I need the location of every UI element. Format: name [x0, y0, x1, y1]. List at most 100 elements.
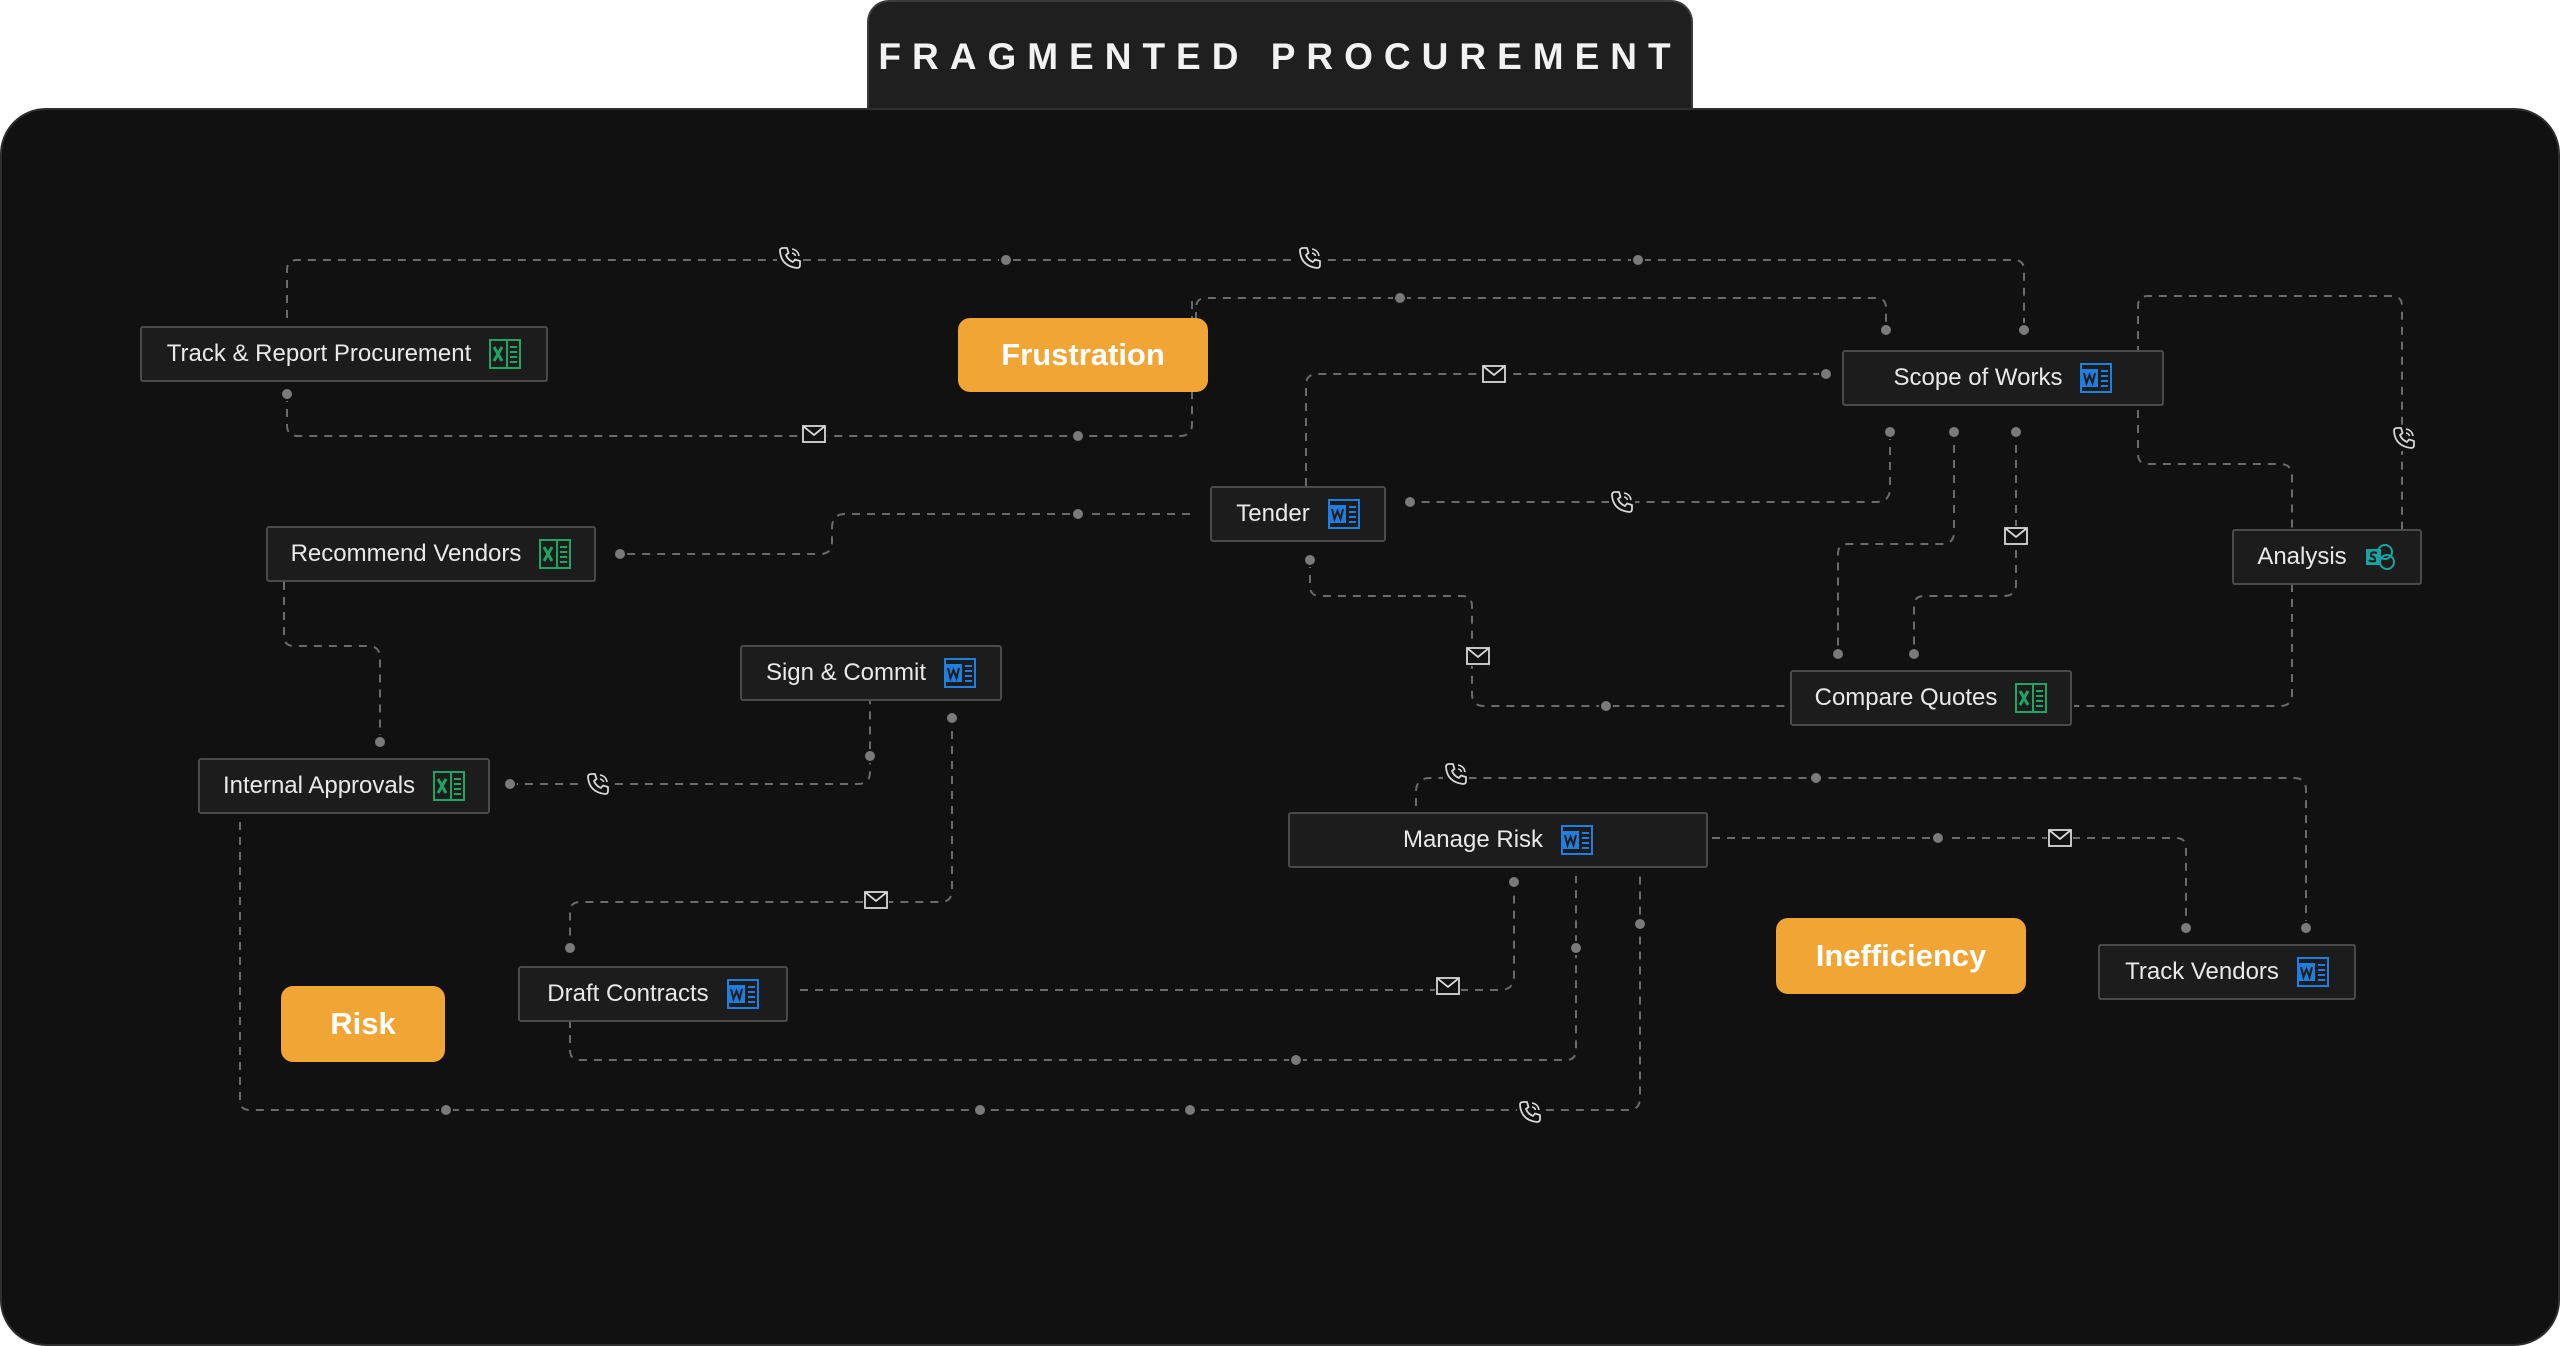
node-scope-of-works[interactable]: Scope of Works	[1842, 350, 2164, 406]
junction-dot	[1071, 507, 1085, 521]
mail-icon	[801, 424, 827, 444]
junction-dot	[1071, 429, 1085, 443]
node-label: Scope of Works	[1893, 364, 2063, 391]
excel-icon	[2015, 683, 2048, 713]
junction-dot	[1819, 367, 1833, 381]
wire-draft-risk-bottom	[569, 876, 1577, 1061]
junction-dot	[999, 253, 1013, 267]
mail-icon	[1481, 364, 1507, 384]
node-tender[interactable]: Tender	[1210, 486, 1386, 542]
junction-dot	[1183, 1103, 1197, 1117]
sharepoint-icon	[2365, 544, 2395, 570]
wire-risk-vendors-top	[1415, 777, 2307, 928]
node-label: Track & Report Procurement	[166, 340, 472, 367]
node-label: Internal Approvals	[222, 772, 416, 799]
phone-icon	[1297, 245, 1323, 271]
node-label: Tender	[1236, 500, 1310, 527]
junction-dot	[1931, 831, 1945, 845]
wire-recommend-approvals	[283, 582, 381, 740]
phone-icon	[1517, 1099, 1543, 1125]
node-internal-approvals[interactable]: Internal Approvals	[198, 758, 490, 814]
wire-approvals-risk	[239, 822, 1641, 1111]
node-label: Analysis	[2257, 543, 2347, 570]
junction-dot	[2009, 425, 2023, 439]
junction-dot	[2017, 323, 2031, 337]
word-icon	[2296, 957, 2329, 987]
wire-tender-compare	[1309, 560, 1786, 707]
junction-dot	[1633, 917, 1647, 931]
junction-dot	[373, 735, 387, 749]
junction-dot	[945, 711, 959, 725]
phone-icon	[1609, 489, 1635, 515]
mail-icon	[2003, 526, 2029, 546]
node-analysis[interactable]: Analysis	[2232, 529, 2422, 585]
title-tab: FRAGMENTED PROCUREMENT	[867, 0, 1693, 118]
wire-track-scope-top	[286, 259, 2025, 330]
phone-icon	[777, 245, 803, 271]
phone-icon	[585, 771, 611, 797]
wire-analysis-top	[2137, 295, 2403, 530]
junction-dot	[503, 777, 517, 791]
node-label: Recommend Vendors	[290, 540, 522, 567]
wire-sign-draft	[569, 716, 953, 950]
word-icon	[1561, 825, 1594, 855]
junction-dot	[1947, 425, 1961, 439]
node-recommend-vendors[interactable]: Recommend Vendors	[266, 526, 596, 582]
junction-dot	[1809, 771, 1823, 785]
node-track-vendors[interactable]: Track Vendors	[2098, 944, 2356, 1000]
phone-icon	[1443, 761, 1469, 787]
wire-scope-tender	[1410, 432, 1891, 503]
junction-dot	[973, 1103, 987, 1117]
junction-dot	[1569, 941, 1583, 955]
word-icon	[1327, 499, 1360, 529]
junction-dot	[1831, 647, 1845, 661]
junction-dot	[1289, 1053, 1303, 1067]
wire-track-frustration	[286, 300, 1193, 437]
mail-icon	[1435, 976, 1461, 996]
node-label: Sign & Commit	[765, 659, 927, 686]
wire-risk-vendors	[1712, 837, 2187, 928]
junction-dot	[1879, 323, 1893, 337]
excel-icon	[489, 339, 522, 369]
junction-dot	[280, 387, 294, 401]
junction-dot	[563, 941, 577, 955]
wire-frustration-scope	[1195, 297, 1887, 330]
diagram-panel	[0, 108, 2560, 1346]
node-draft-contracts[interactable]: Draft Contracts	[518, 966, 788, 1022]
junction-dot	[863, 749, 877, 763]
word-icon	[726, 979, 759, 1009]
node-label: Compare Quotes	[1814, 684, 1998, 711]
word-icon	[2080, 363, 2113, 393]
wire-scope-analysis	[2137, 410, 2293, 530]
junction-dot	[613, 547, 627, 561]
tag-risk: Risk	[281, 986, 445, 1062]
mail-icon	[863, 890, 889, 910]
word-icon	[944, 658, 977, 688]
junction-dot	[1403, 495, 1417, 509]
page-title: FRAGMENTED PROCUREMENT	[878, 36, 1682, 77]
junction-dot	[1883, 425, 1897, 439]
mail-icon	[2047, 828, 2073, 848]
junction-dot	[1599, 699, 1613, 713]
junction-dot	[2179, 921, 2193, 935]
node-label: Track Vendors	[2125, 958, 2279, 985]
node-track-report[interactable]: Track & Report Procurement	[140, 326, 548, 382]
node-sign-commit[interactable]: Sign & Commit	[740, 645, 1002, 701]
wire-analysis-compare	[2074, 584, 2293, 707]
excel-icon	[433, 771, 466, 801]
node-compare-quotes[interactable]: Compare Quotes	[1790, 670, 2072, 726]
wire-tender-recommend	[620, 513, 1190, 555]
junction-dot	[1393, 291, 1407, 305]
junction-dot	[1507, 875, 1521, 889]
wire-scope-compare-b	[1913, 430, 2017, 652]
node-manage-risk[interactable]: Manage Risk	[1288, 812, 1708, 868]
wire-approvals-sign	[510, 700, 871, 785]
junction-dot	[2299, 921, 2313, 935]
excel-icon	[539, 539, 572, 569]
tag-frustration: Frustration	[958, 318, 1208, 392]
node-label: Manage Risk	[1402, 826, 1544, 853]
wire-draft-risk	[800, 876, 1515, 991]
mail-icon	[1465, 646, 1491, 666]
junction-dot	[1631, 253, 1645, 267]
